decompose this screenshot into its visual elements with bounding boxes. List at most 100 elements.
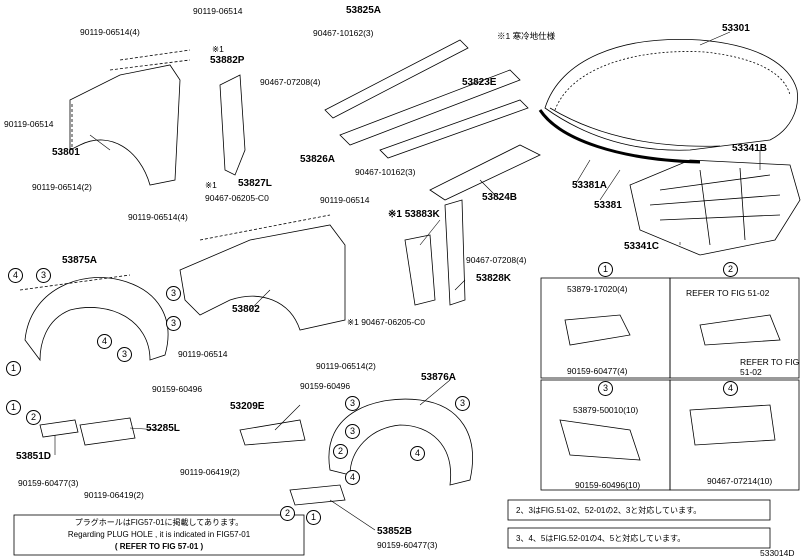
callout-circle: 3 bbox=[345, 424, 360, 439]
plug-hole-note-line3: ( REFER TO FIG 57-01 ) bbox=[114, 542, 204, 551]
callout-circle: 3 bbox=[455, 396, 470, 411]
cold-area-note: ※1 寒冷地仕様 bbox=[497, 31, 556, 41]
seal-53823e-drawing bbox=[339, 69, 521, 146]
fastener-f6: 90119-06514 bbox=[320, 195, 370, 205]
label-53883k: ※1 53883K bbox=[388, 209, 440, 220]
label-53341c: 53341C bbox=[624, 241, 660, 252]
liner-left-drawing bbox=[19, 274, 169, 362]
callout-circle: 4 bbox=[97, 334, 112, 349]
detail-box-1-part bbox=[564, 314, 631, 346]
callout-circle: 1 bbox=[6, 400, 21, 415]
fastener-f16: 90159-60496 bbox=[152, 384, 203, 394]
fender-upper-drawing bbox=[69, 49, 191, 186]
callout-circle: 3 bbox=[166, 316, 181, 331]
callout-circle: 2 bbox=[333, 444, 348, 459]
fastener-f9: 90467-10162(3) bbox=[313, 28, 374, 38]
detail-2-number: 2 bbox=[723, 262, 738, 277]
fastener-f4: 90119-06514(2) bbox=[32, 182, 92, 192]
detail-1-label-a: 53879-17020(4) bbox=[567, 284, 628, 294]
callout-circle: 1 bbox=[6, 361, 21, 376]
bracket-53852b-drawing bbox=[289, 484, 346, 506]
label-53828k: 53828K bbox=[476, 273, 512, 284]
label-53825a: 53825A bbox=[346, 5, 382, 16]
detail-1-label-b: 90159-60477(4) bbox=[567, 366, 628, 376]
bracket-53851d-drawing bbox=[39, 419, 79, 438]
liner-right-drawing bbox=[328, 398, 473, 486]
fastener-f8: 90119-06514(2) bbox=[316, 361, 376, 371]
detail-box-4-part bbox=[689, 404, 776, 446]
bracket-53828k-drawing bbox=[444, 199, 466, 306]
fastener-f5: 90119-06514(4) bbox=[128, 212, 188, 222]
label-53341b: 53341B bbox=[732, 143, 768, 154]
callout-circle: 3 bbox=[345, 396, 360, 411]
detail-4-label-a: 90467-07214(10) bbox=[707, 476, 773, 486]
leader-lines bbox=[54, 31, 761, 531]
detail-box-4 bbox=[669, 379, 800, 491]
legend-note-1: 2、3はFIG.51-02、52-01の2、3と対応しています。 bbox=[516, 506, 702, 515]
callout-circle: 1 bbox=[306, 510, 321, 525]
bracket-53883k-drawing bbox=[404, 234, 436, 306]
fastener-f22: ※1 bbox=[212, 44, 224, 54]
fastener-f19: 90119-06419(2) bbox=[84, 490, 144, 500]
label-53827l: 53827L bbox=[238, 178, 272, 189]
callout-circle: 4 bbox=[345, 470, 360, 485]
fastener-f7: 90119-06514 bbox=[178, 349, 228, 359]
label-53802: 53802 bbox=[232, 304, 260, 315]
detail-1-number: 1 bbox=[598, 262, 613, 277]
plug-hole-note-line2: Regarding PLUG HOLE , it is indicated in… bbox=[67, 530, 251, 539]
label-53876a: 53876A bbox=[421, 372, 457, 383]
fastener-f21: 90159-60477(3) bbox=[377, 540, 438, 550]
bracket-53285l-drawing bbox=[79, 417, 136, 446]
fastener-f3: 90119-06514 bbox=[4, 119, 54, 129]
fender-lower-drawing bbox=[179, 214, 346, 331]
plug-hole-note-box bbox=[13, 514, 305, 556]
detail-box-2 bbox=[669, 277, 800, 379]
callout-circle: 2 bbox=[26, 410, 41, 425]
detail-2-refer-a: REFER TO FIG 51-02 bbox=[686, 288, 770, 298]
fastener-f10: 90467-07208(4) bbox=[260, 77, 321, 87]
fastener-f18: 90159-60477(3) bbox=[18, 478, 79, 488]
label-53381a: 53381A bbox=[572, 180, 608, 191]
diagram-id: 533014D bbox=[760, 548, 795, 558]
detail-box-3 bbox=[540, 379, 671, 491]
callout-circle: 4 bbox=[410, 446, 425, 461]
detail-box-2-part bbox=[699, 314, 781, 346]
fastener-f17: 90159-60496 bbox=[300, 381, 351, 391]
detail-2-refer-b: REFER TO FIG 51-02 bbox=[740, 357, 800, 377]
detail-box-3-part bbox=[559, 419, 641, 461]
label-53882p: 53882P bbox=[210, 55, 245, 66]
hood-drawing bbox=[544, 38, 798, 151]
detail-3-number: 3 bbox=[598, 381, 613, 396]
fastener-f20: 90119-06419(2) bbox=[180, 467, 240, 477]
plug-hole-note-line1: プラグホールはFIG57-01に掲載してあります。 bbox=[74, 518, 244, 527]
fastener-f12: ※1 bbox=[205, 180, 217, 190]
label-53209e: 53209E bbox=[230, 401, 265, 412]
fastener-f14: 90467-07208(4) bbox=[466, 255, 527, 265]
detail-3-label-a: 53879-50010(10) bbox=[573, 405, 639, 415]
legend-note-2: 3、4、5はFIG.52-01の4、5と対応しています。 bbox=[516, 534, 686, 543]
callout-circle: 2 bbox=[280, 506, 295, 521]
fastener-f2: 90119-06514(4) bbox=[80, 27, 140, 37]
label-53801: 53801 bbox=[52, 147, 80, 158]
detail-3-label-b: 90159-60496(10) bbox=[575, 480, 641, 490]
detail-4-number: 4 bbox=[723, 381, 738, 396]
seal-53826a-drawing bbox=[379, 99, 529, 159]
bracket-53209e-drawing bbox=[239, 419, 306, 446]
callout-circle: 3 bbox=[117, 347, 132, 362]
hood-insulator-drawing bbox=[629, 159, 801, 256]
callout-circle: 3 bbox=[166, 286, 181, 301]
label-53851d: 53851D bbox=[16, 451, 52, 462]
fastener-f1: 90119-06514 bbox=[193, 6, 243, 16]
callout-circle: 4 bbox=[8, 268, 23, 283]
label-53826a: 53826A bbox=[300, 154, 336, 165]
legend-note-box-2 bbox=[507, 527, 771, 549]
fastener-f15: ※1 90467-06205-C0 bbox=[347, 317, 426, 327]
bracket-53882p-drawing bbox=[219, 74, 246, 176]
label-53301: 53301 bbox=[722, 23, 750, 34]
callout-circle: 3 bbox=[36, 268, 51, 283]
hood-seal-drawing bbox=[538, 109, 701, 164]
seal-53824b-drawing bbox=[429, 144, 541, 201]
label-53852b: 53852B bbox=[377, 526, 413, 537]
label-53875a: 53875A bbox=[62, 255, 98, 266]
